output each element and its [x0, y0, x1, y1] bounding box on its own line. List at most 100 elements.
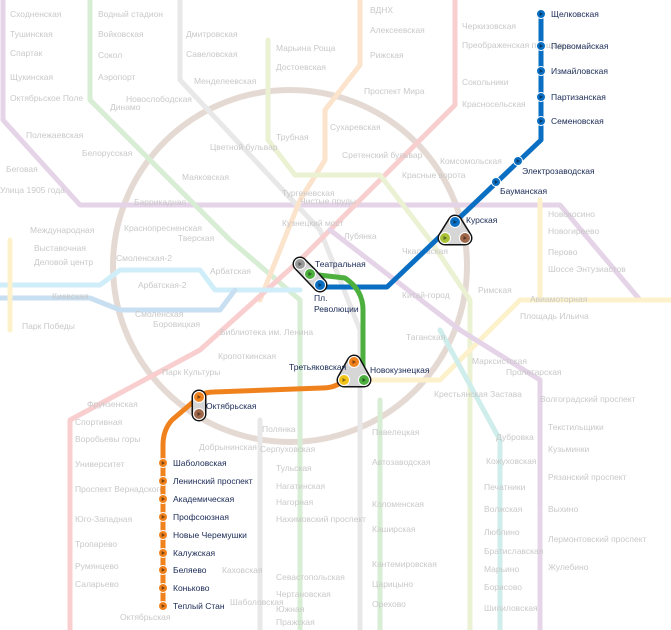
- background-station-label[interactable]: Марьина Роща: [276, 43, 336, 53]
- station-orange[interactable]: [158, 458, 168, 468]
- station-label[interactable]: Бауманская: [500, 186, 548, 196]
- background-station-label[interactable]: Нагорная: [276, 497, 314, 507]
- station-label[interactable]: Беляево: [173, 565, 207, 575]
- background-station-label[interactable]: Динамо: [110, 102, 141, 112]
- background-station-label[interactable]: Университет: [75, 459, 125, 469]
- station-label[interactable]: Третьяковская: [289, 362, 347, 372]
- background-station-label[interactable]: Проспект Вернадского: [75, 484, 164, 494]
- background-station-label[interactable]: Деловой центр: [34, 257, 93, 267]
- background-station-label[interactable]: Добрынинская: [199, 442, 257, 452]
- background-station-label[interactable]: Тушинская: [10, 29, 53, 39]
- background-station-label[interactable]: Люблино: [484, 527, 520, 537]
- background-station-label[interactable]: Орехово: [372, 599, 406, 609]
- station-label[interactable]: Калужская: [173, 548, 216, 558]
- station-label[interactable]: Театральная: [315, 259, 366, 269]
- background-station-label[interactable]: Водный стадион: [98, 9, 163, 19]
- background-station-label[interactable]: Коломенская: [372, 499, 424, 509]
- background-station-label[interactable]: Жулебино: [548, 562, 589, 572]
- background-station-label[interactable]: Серпуховская: [260, 444, 316, 454]
- station-label[interactable]: Курская: [466, 215, 498, 225]
- station-label[interactable]: Новые Черемушки: [173, 530, 247, 540]
- background-station-label[interactable]: Рязанский проспект: [548, 472, 627, 482]
- station-blue[interactable]: [536, 116, 546, 126]
- station-orange[interactable]: [158, 494, 168, 504]
- background-station-label[interactable]: Китай-город: [402, 290, 450, 300]
- station-blue[interactable]: [536, 41, 546, 51]
- station-label[interactable]: Щелковская: [551, 9, 599, 19]
- station-blue[interactable]: [513, 156, 523, 166]
- station-label[interactable]: Семеновская: [551, 116, 604, 126]
- station-blue[interactable]: [536, 92, 546, 102]
- background-station-label[interactable]: Войковская: [98, 29, 144, 39]
- background-station-label[interactable]: Новослободская: [126, 94, 192, 104]
- background-station-label[interactable]: Полянка: [262, 424, 296, 434]
- background-station-label[interactable]: Боровицкая: [153, 319, 201, 329]
- background-station-label[interactable]: Кантемировская: [372, 559, 437, 569]
- background-station-label[interactable]: Смоленская: [135, 309, 184, 319]
- station-orange[interactable]: [158, 530, 168, 540]
- background-station-label[interactable]: Проспект Мира: [364, 86, 425, 96]
- node-oktyabrskaya[interactable]: [191, 389, 207, 422]
- background-station-label[interactable]: Шаболовская: [230, 597, 284, 607]
- background-station-label[interactable]: Фрунзенская: [87, 399, 138, 409]
- background-station-label[interactable]: Тверская: [178, 233, 215, 243]
- station-label[interactable]: Пл.: [314, 293, 327, 303]
- background-station-label[interactable]: Достоевская: [276, 62, 326, 72]
- background-station-label[interactable]: Парк Победы: [22, 321, 75, 331]
- background-station-label[interactable]: Нагатинская: [276, 481, 326, 491]
- background-station-label[interactable]: Крестьянская Застава: [434, 389, 522, 399]
- background-station-label[interactable]: Лубянка: [344, 231, 377, 241]
- station-orange[interactable]: [158, 601, 168, 611]
- background-station-label[interactable]: Воробьевы горы: [75, 434, 140, 444]
- station-orange[interactable]: [158, 565, 168, 575]
- station-label[interactable]: Шаболовская: [173, 458, 227, 468]
- background-station-label[interactable]: Нахимовский проспект: [276, 514, 366, 524]
- background-station-label[interactable]: Сходненская: [10, 9, 62, 19]
- background-station-label[interactable]: Комсомольская: [440, 156, 502, 166]
- background-station-label[interactable]: Спартак: [10, 48, 43, 58]
- background-station-label[interactable]: Кожуховская: [486, 456, 537, 466]
- background-station-label[interactable]: Кузьминки: [548, 444, 590, 454]
- background-station-label[interactable]: Баррикадная: [134, 197, 187, 207]
- background-station-label[interactable]: Тульская: [276, 463, 312, 473]
- background-station-label[interactable]: Шипиловская: [484, 603, 538, 613]
- station-orange[interactable]: [158, 548, 168, 558]
- background-station-label[interactable]: Октябрьское Поле: [10, 93, 83, 103]
- background-station-label[interactable]: Румянцево: [75, 561, 119, 571]
- station-blue[interactable]: [491, 177, 501, 187]
- station-label[interactable]: Партизанская: [551, 92, 606, 102]
- background-station-label[interactable]: Беговая: [6, 164, 38, 174]
- background-station-label[interactable]: Печатники: [484, 482, 526, 492]
- background-station-label[interactable]: Савеловская: [186, 49, 238, 59]
- background-station-label[interactable]: Римская: [478, 285, 512, 295]
- background-station-label[interactable]: Выхино: [548, 504, 578, 514]
- background-station-label[interactable]: Борисово: [484, 582, 522, 592]
- background-station-label[interactable]: Юго-Западная: [75, 514, 133, 524]
- background-station-label[interactable]: Авиамоторная: [530, 294, 588, 304]
- station-label[interactable]: Октябрьская: [206, 401, 257, 411]
- background-station-label[interactable]: Красносельская: [462, 99, 526, 109]
- station-blue[interactable]: [536, 9, 546, 19]
- background-station-label[interactable]: Кузнецкий мост: [282, 218, 344, 228]
- station-label[interactable]: Революции: [314, 304, 359, 314]
- background-station-label[interactable]: Пражская: [276, 617, 315, 627]
- station-label[interactable]: Ленинский проспект: [173, 476, 253, 486]
- background-station-label[interactable]: Октябрьская: [120, 612, 171, 622]
- background-station-label[interactable]: Чертановская: [276, 589, 331, 599]
- background-station-label[interactable]: Международная: [30, 225, 95, 235]
- background-station-label[interactable]: Кропоткинская: [218, 351, 276, 361]
- background-station-label[interactable]: Марьино: [484, 564, 520, 574]
- background-station-label[interactable]: Перово: [548, 247, 578, 257]
- background-station-label[interactable]: Дмитровская: [186, 29, 238, 39]
- background-station-label[interactable]: Площадь Ильича: [520, 311, 589, 321]
- background-station-label[interactable]: Южная: [276, 604, 305, 614]
- background-station-label[interactable]: Рижская: [370, 50, 404, 60]
- station-label[interactable]: Академическая: [173, 494, 235, 504]
- background-station-label[interactable]: Братиславская: [484, 546, 544, 556]
- background-station-label[interactable]: Парк Культуры: [162, 367, 220, 377]
- background-station-label[interactable]: Цветной бульвар: [210, 142, 278, 152]
- background-station-label[interactable]: Спортивная: [75, 417, 123, 427]
- background-station-label[interactable]: Марксистская: [472, 356, 527, 366]
- background-station-label[interactable]: Текстильщики: [548, 422, 604, 432]
- background-station-label[interactable]: Пролетарская: [506, 367, 562, 377]
